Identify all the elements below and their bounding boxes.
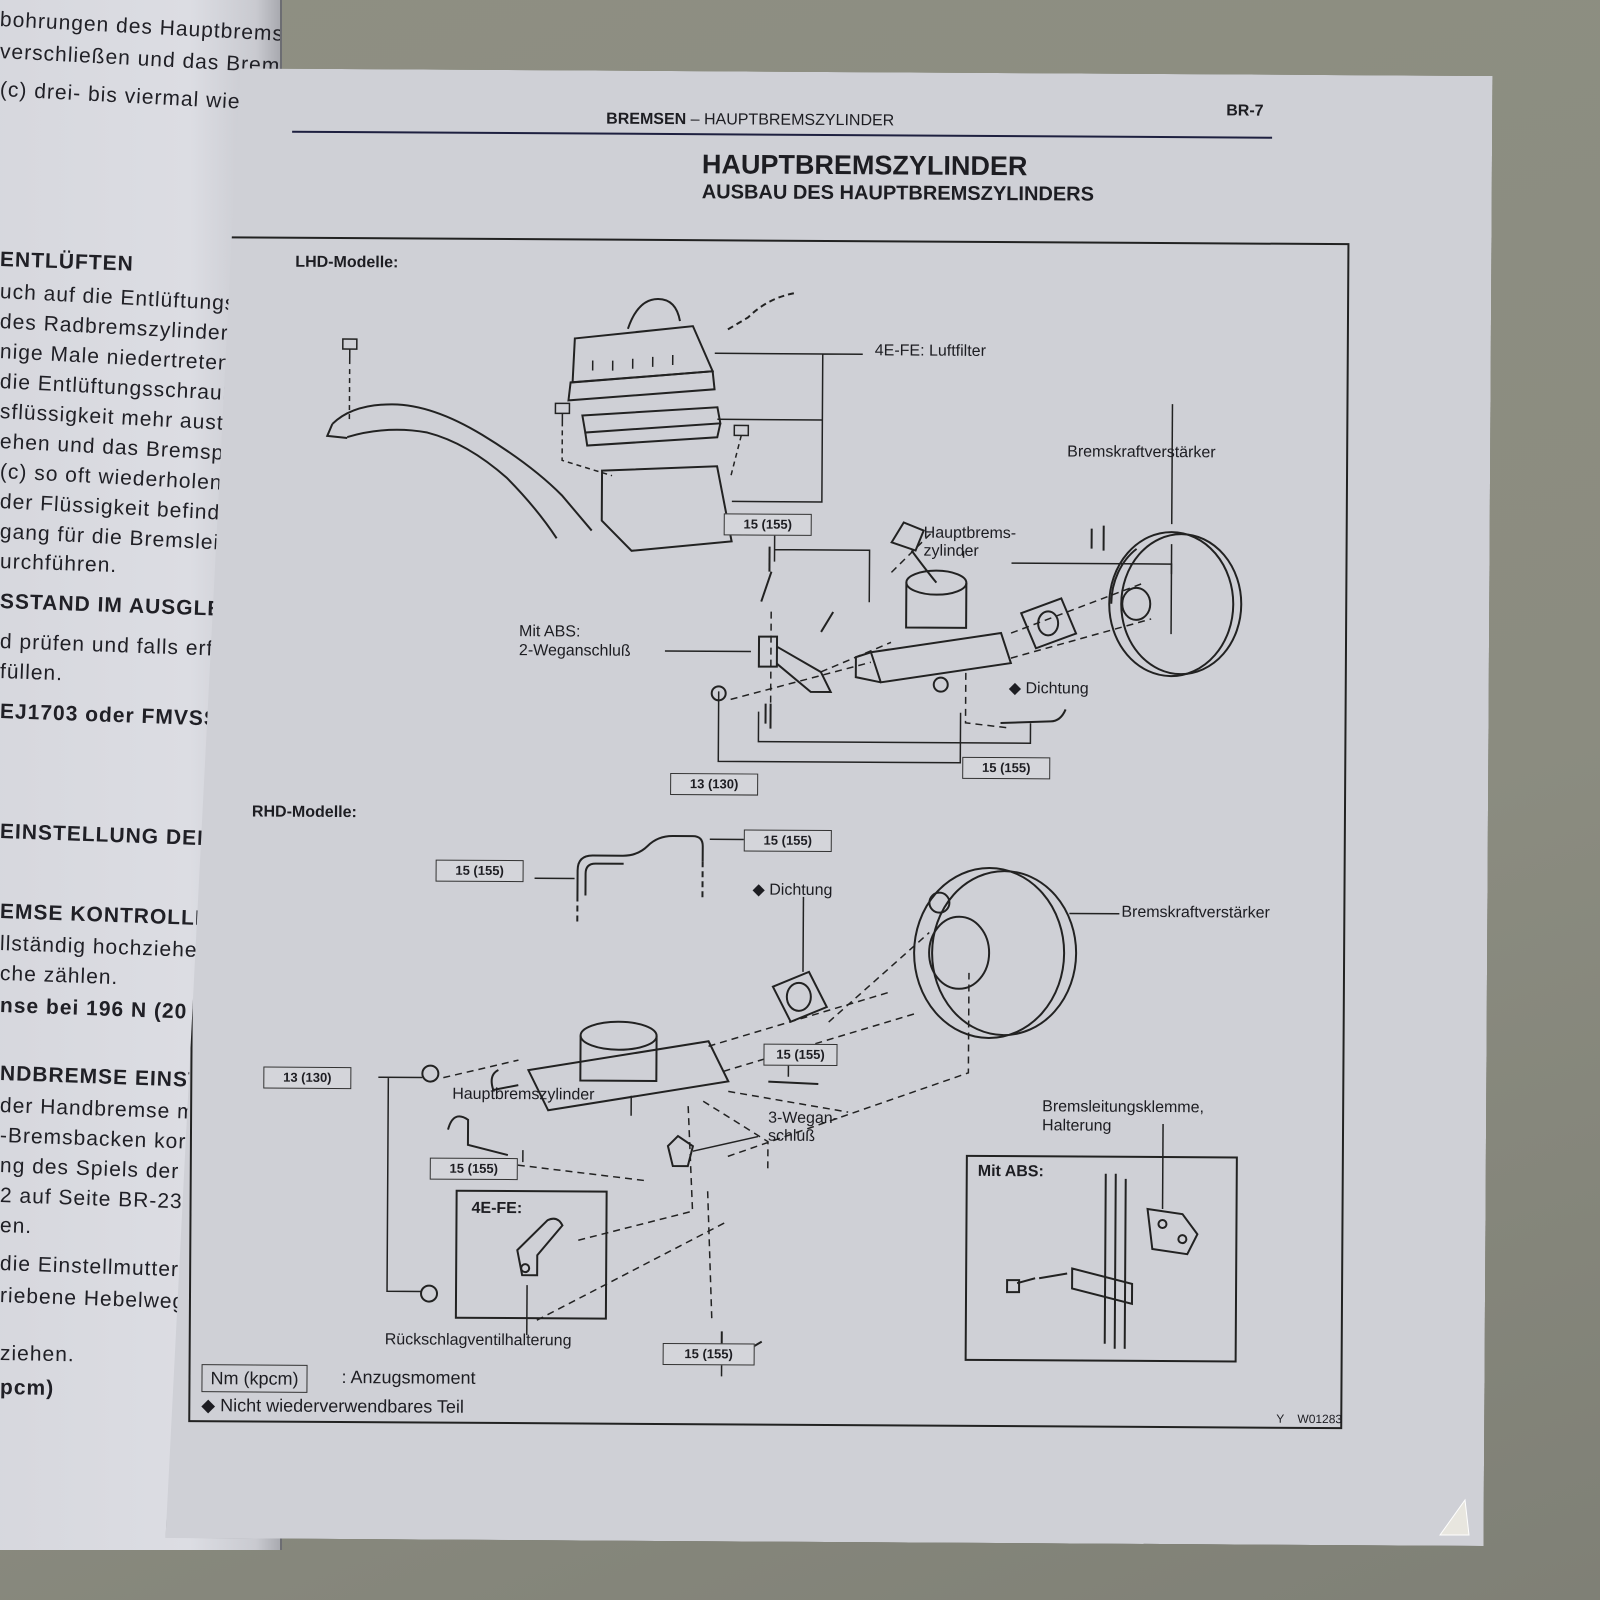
rhd-heading: RHD-Modelle: bbox=[251, 803, 357, 822]
left-page-text-line: che zählen. bbox=[0, 962, 119, 990]
air-filter-cover-drawing bbox=[568, 291, 796, 401]
inset-4efe-box: 4E-FE: bbox=[455, 1190, 608, 1320]
bolt-drawings bbox=[342, 339, 749, 476]
torque-spec: 15 (155) bbox=[763, 1044, 837, 1066]
lhd-leader-lines bbox=[664, 353, 1172, 764]
torque-spec: 15 (155) bbox=[724, 513, 812, 536]
left-page-text-line: ng des Spiels der H bbox=[0, 1154, 203, 1185]
left-page-text-line: die Einstellmutter bbox=[0, 1252, 180, 1282]
non-reusable-diamond-icon: ◆ bbox=[752, 881, 765, 899]
left-page-text-line: verschließen und das Bremspe bbox=[0, 40, 282, 80]
torque-spec: 13 (130) bbox=[263, 1067, 351, 1090]
non-reusable-text: Nicht wiederverwendbares Teil bbox=[220, 1395, 465, 1417]
rhd-brake-pipe-drawing bbox=[534, 835, 745, 926]
figure-reference: Y W01283 bbox=[1276, 1411, 1343, 1427]
left-page-text-line: ziehen. bbox=[0, 1342, 75, 1367]
exploded-diagram bbox=[166, 68, 1493, 1546]
rhd-master-cylinder-drawing bbox=[491, 1021, 728, 1116]
clamp-label: Bremsleitungsklemme, Halterung bbox=[1042, 1098, 1205, 1135]
check-valve-bracket-drawing bbox=[517, 1218, 563, 1335]
rhd-booster-label: Bremskraftverstärker bbox=[1121, 903, 1270, 922]
rhd-booster-drawing bbox=[914, 868, 1120, 1039]
lhd-dashed-lines bbox=[730, 531, 1151, 729]
right-page: BREMSEN – HAUPTBREMSZYLINDER BR-7 HAUPTB… bbox=[166, 68, 1493, 1546]
lhd-master-cylinder-drawing bbox=[856, 522, 1012, 683]
left-page-text-line: riebene Hebelweg bbox=[0, 1284, 186, 1314]
lhd-gasket-text: Dichtung bbox=[1025, 680, 1089, 698]
abs-2way-label: Mit ABS: 2-Weganschluß bbox=[518, 623, 631, 660]
torque-spec: 13 (130) bbox=[670, 773, 758, 796]
lhd-gasket-label: ◆ Dichtung bbox=[1009, 678, 1089, 698]
rhd-dashed-lines bbox=[442, 930, 969, 1323]
filter-element-drawing bbox=[582, 406, 720, 446]
lhd-booster-label: Bremskraftverstärker bbox=[1067, 443, 1216, 462]
lhd-master-cylinder-label: Hauptbrems- zylinder bbox=[923, 524, 1017, 560]
left-page-text-line: llständig hochziehen bbox=[0, 932, 211, 963]
intake-duct-drawing bbox=[327, 404, 733, 551]
rhd-gasket-label: ◆ Dichtung bbox=[752, 880, 832, 900]
left-page-text-line: pcm) bbox=[0, 1376, 55, 1400]
check-valve-label: Rückschlagventilhalterung bbox=[384, 1331, 572, 1350]
non-reusable-diamond-icon: ◆ bbox=[1008, 680, 1022, 698]
lhd-nuts-drawing bbox=[711, 676, 1065, 730]
rhd-gasket-text: Dichtung bbox=[769, 881, 833, 900]
lhd-gasket-drawing bbox=[1021, 598, 1076, 648]
left-page-text-line: füllen. bbox=[0, 660, 64, 686]
torque-spec: 15 (155) bbox=[430, 1158, 518, 1181]
torque-spec: 15 (155) bbox=[744, 829, 832, 852]
torque-spec: 15 (155) bbox=[436, 860, 524, 883]
air-filter-label: 4E-FE: Luftfilter bbox=[874, 342, 986, 360]
left-page-text-line: urchführen. bbox=[0, 550, 118, 578]
non-reusable-diamond-icon: ◆ bbox=[201, 1395, 216, 1416]
brake-line-clamp-drawing bbox=[1007, 1123, 1198, 1349]
rhd-gasket-drawing bbox=[773, 897, 828, 1022]
left-page-text-line: 2 auf Seite BR-23. bbox=[0, 1184, 190, 1214]
torque-legend-text: : Anzugsmoment bbox=[341, 1367, 476, 1388]
inset-abs-heading: Mit ABS: bbox=[977, 1162, 1044, 1181]
abs-2way-bracket-drawing bbox=[759, 547, 834, 692]
lhd-heading: LHD-Modelle: bbox=[295, 253, 399, 272]
left-page-text-line: EINSTELLUNG DER bbox=[0, 820, 214, 851]
dog-eared-corner bbox=[1439, 1498, 1470, 1536]
non-reusable-legend: ◆ Nicht wiederverwendbares Teil bbox=[201, 1395, 464, 1418]
left-page-text-line: der Handbremse m bbox=[0, 1094, 197, 1124]
rhd-master-cylinder-label: Hauptbremszylinder bbox=[452, 1085, 595, 1104]
three-way-label: 3-Wegan- schluß bbox=[767, 1109, 839, 1145]
left-page-text-line: d prüfen und falls erf bbox=[0, 630, 214, 661]
torque-spec: 15 (155) bbox=[663, 1343, 755, 1366]
left-page-text-line: -Bremsbacken korre bbox=[0, 1124, 208, 1155]
inset-abs-box: Mit ABS: bbox=[965, 1155, 1238, 1363]
torque-spec: 15 (155) bbox=[962, 757, 1050, 780]
lhd-booster-drawing bbox=[1091, 526, 1242, 677]
left-page-text-line: ENTLÜFTEN bbox=[0, 248, 135, 276]
torque-legend-box: Nm (kpcm) bbox=[201, 1364, 307, 1393]
inset-4efe-heading: 4E-FE: bbox=[471, 1199, 523, 1218]
left-page-text-line: en. bbox=[0, 1214, 33, 1239]
